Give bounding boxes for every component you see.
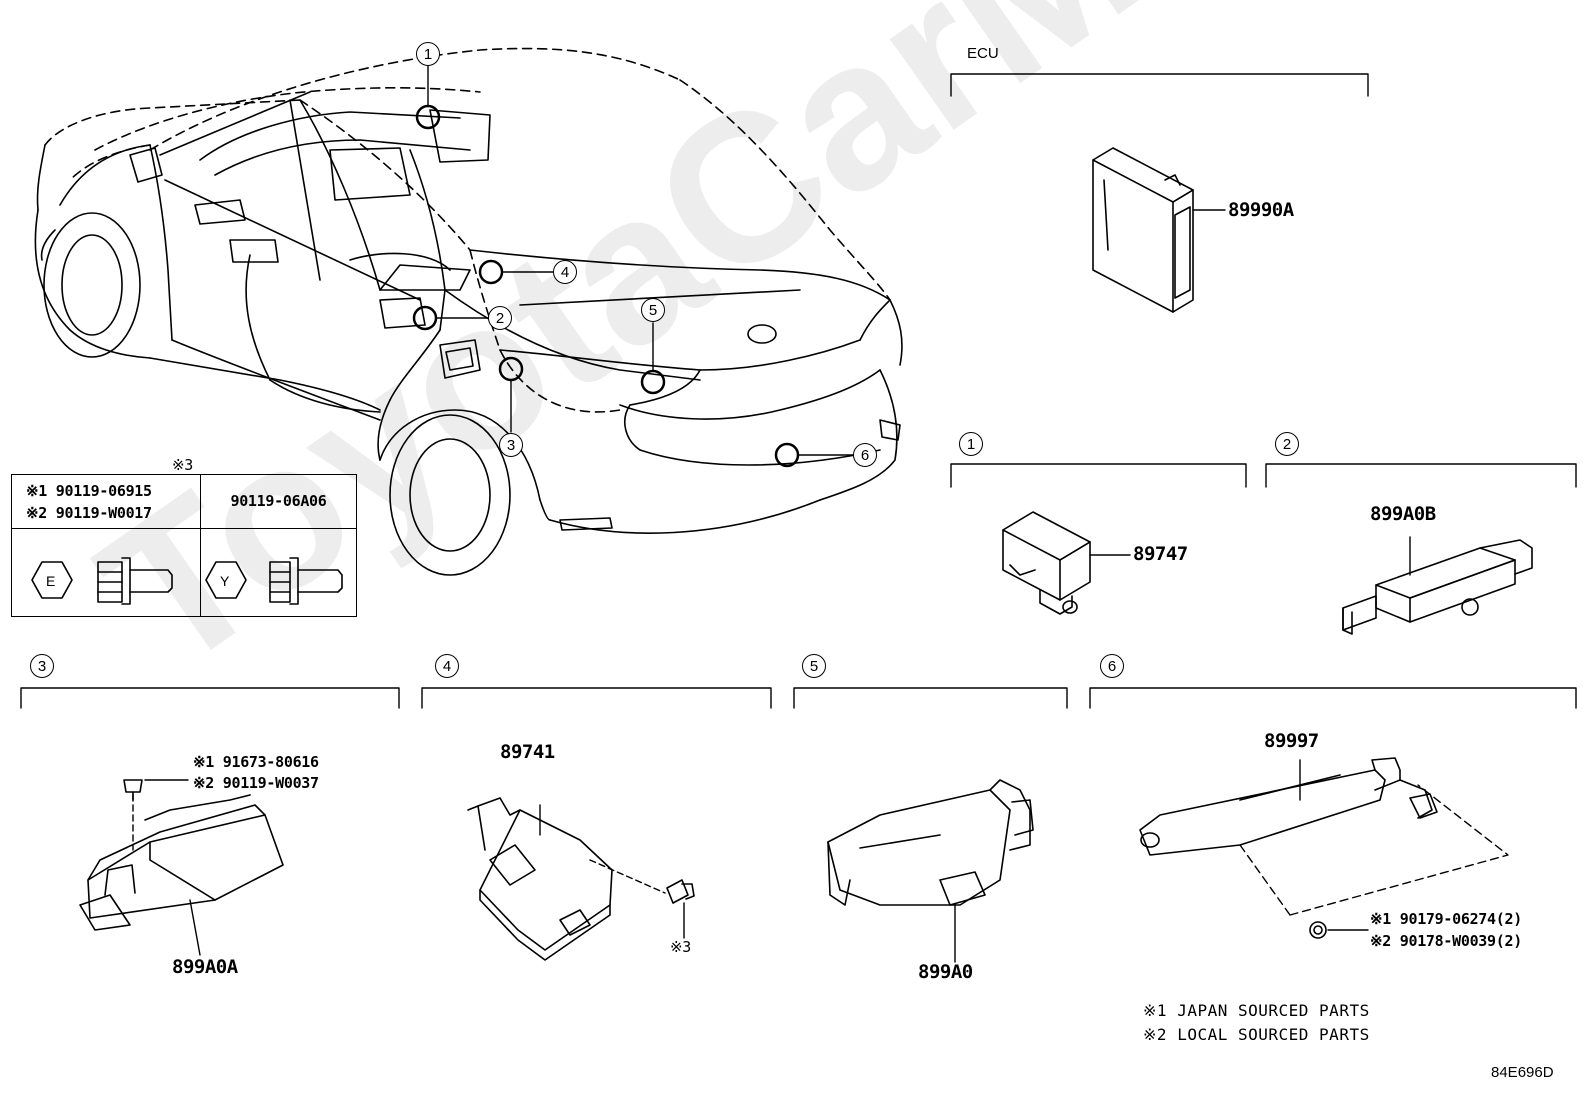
part-number-899a0a: 899A0A — [172, 956, 238, 978]
fastener-table-ref: ※3 — [172, 456, 193, 474]
fastener-ref-89741: ※3 — [670, 938, 691, 956]
vehicle-callout-6: 6 — [853, 443, 877, 467]
section-brackets — [20, 73, 1577, 709]
sensor-89997-illustration — [1139, 757, 1509, 939]
nut-mark-e: E — [46, 573, 56, 589]
fastener-89997-jp: ※1 90179-06274(2) — [1370, 910, 1522, 928]
part-number-899a0: 899A0 — [918, 961, 973, 983]
vehicle-callout-5: 5 — [641, 298, 665, 322]
section-2-number: 2 — [1275, 432, 1299, 456]
fastener-table-left-header: ※1 90119-06915 ※2 90119-W0017 — [11, 474, 201, 529]
ecu-illustration — [1092, 147, 1226, 313]
part-number-89747: 89747 — [1133, 543, 1188, 565]
fastener-table-right-cell — [200, 528, 357, 617]
sensor-899a0-illustration — [827, 779, 1034, 963]
part-number-89741: 89741 — [500, 741, 555, 763]
fastener-table: ※1 90119-06915 ※2 90119-W0017 90119-06A0… — [11, 474, 357, 617]
sensor-899a0b-illustration — [1342, 536, 1533, 635]
section-1-number: 1 — [959, 432, 983, 456]
fastener-899a0a-jp: ※1 91673-80616 — [193, 753, 319, 771]
sensor-89747-illustration — [1002, 511, 1131, 615]
vehicle-leader-lines — [427, 65, 854, 456]
fastener-table-left-cell — [11, 528, 201, 617]
section-6-number: 6 — [1100, 654, 1124, 678]
section-4-number: 4 — [435, 654, 459, 678]
nut-mark-y: Y — [220, 573, 230, 589]
vehicle-illustration — [34, 47, 903, 576]
ecu-section-title: ECU — [967, 45, 999, 62]
sensor-89741-illustration — [467, 797, 695, 961]
fastener-table-right-header: 90119-06A06 — [200, 474, 357, 529]
section-5-number: 5 — [802, 654, 826, 678]
fastener-899a0a-local: ※2 90119-W0037 — [193, 774, 319, 792]
section-3-number: 3 — [30, 654, 54, 678]
vehicle-callout-4: 4 — [553, 260, 577, 284]
part-number-899a0b: 899A0B — [1370, 503, 1436, 525]
diagram-code: 84E696D — [1491, 1064, 1554, 1081]
part-number-89990a: 89990A — [1228, 199, 1294, 221]
vehicle-callout-1: 1 — [416, 42, 440, 66]
vehicle-callout-2: 2 — [488, 306, 512, 330]
legend-japan-sourced: ※1 JAPAN SOURCED PARTS — [1143, 1001, 1370, 1020]
part-number-89997: 89997 — [1264, 730, 1319, 752]
vehicle-callout-3: 3 — [499, 433, 523, 457]
fastener-89997-local: ※2 90178-W0039(2) — [1370, 932, 1522, 950]
sensor-899a0a-illustration — [79, 779, 284, 956]
legend-local-sourced: ※2 LOCAL SOURCED PARTS — [1143, 1025, 1370, 1044]
